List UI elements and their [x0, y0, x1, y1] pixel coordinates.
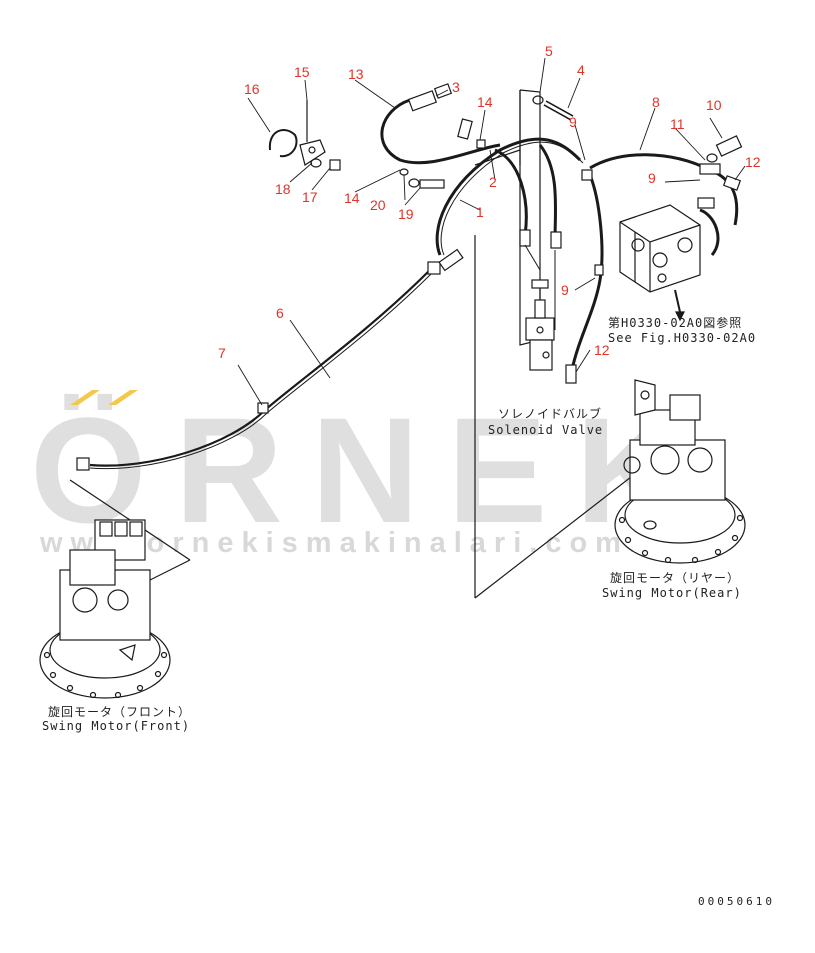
- leader-lines: [237, 57, 746, 406]
- callout-1: 1: [476, 204, 484, 220]
- callout-9-right: 9: [648, 170, 656, 186]
- callout-13: 13: [348, 66, 364, 82]
- callout-20: 20: [370, 197, 386, 213]
- callout-3: 3: [452, 79, 460, 95]
- callout-8: 8: [652, 94, 660, 110]
- small-parts: [310, 118, 486, 189]
- callout-6: 6: [276, 305, 284, 321]
- rear-motor-bolts: [618, 514, 744, 564]
- swing-motor-front-label-en: Swing Motor(Front): [42, 719, 191, 733]
- callout-2: 2: [489, 174, 497, 190]
- bolt-10: [706, 135, 743, 163]
- callout-4: 4: [577, 62, 585, 78]
- hose-11: [589, 153, 742, 256]
- frame-lines: [69, 89, 641, 621]
- reference-figure-en: See Fig.H0330-02A0: [608, 331, 757, 345]
- callout-10: 10: [706, 97, 722, 113]
- callout-12-right: 12: [745, 154, 761, 170]
- callout-11: 11: [670, 116, 685, 132]
- bolt-4: [532, 95, 574, 121]
- callout-12-bottom: 12: [594, 342, 610, 358]
- callout-16: 16: [244, 81, 260, 97]
- callout-9-top: 9: [569, 114, 577, 130]
- solenoid-valve-label-en: Solenoid Valve: [488, 423, 604, 437]
- swing-motor-front-label-jp: 旋回モータ（フロント）: [48, 705, 192, 719]
- swing-motor-front-shape: [39, 519, 171, 699]
- valve-block: [619, 204, 701, 322]
- solenoid-valve-shape: [525, 279, 555, 371]
- callout-19: 19: [398, 206, 414, 222]
- hose-6-7: [76, 248, 464, 471]
- hoses-solenoid: [494, 144, 562, 330]
- callout-9-middle: 9: [561, 282, 569, 298]
- callout-17: 17: [302, 189, 318, 205]
- watermark-url: www.ornekismakinalari.com.tr: [40, 527, 682, 559]
- callout-14-bottom: 14: [344, 190, 360, 206]
- callout-5: 5: [545, 43, 553, 59]
- swing-motor-rear-label-jp: 旋回モータ（リヤー）: [610, 571, 741, 585]
- callout-15: 15: [294, 64, 310, 80]
- callout-14-top: 14: [477, 94, 493, 110]
- front-motor-bolts: [43, 651, 168, 699]
- swing-motor-rear-shape: [614, 379, 746, 564]
- hose-9-12: [565, 169, 604, 384]
- drawing-code: 00050610: [698, 895, 775, 908]
- reference-figure-jp: 第H0330-02A0図参照: [608, 316, 743, 330]
- swing-motor-rear-label-en: Swing Motor(Rear): [602, 586, 742, 600]
- solenoid-valve-label-jp: ソレノイドバルブ: [498, 407, 603, 421]
- callout-18: 18: [275, 181, 291, 197]
- callout-7: 7: [218, 345, 226, 361]
- clamp-15-16: [268, 100, 326, 166]
